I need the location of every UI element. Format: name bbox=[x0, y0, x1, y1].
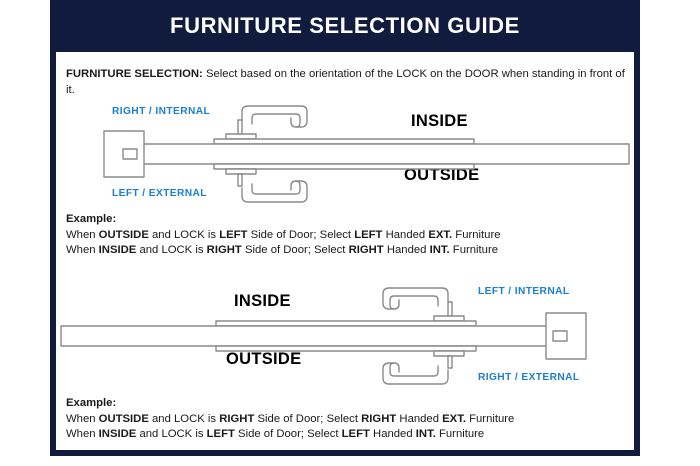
e2l2-p5: Furniture bbox=[435, 428, 485, 440]
diagram2-top-blue-label: LEFT / INTERNAL bbox=[478, 286, 570, 297]
e2l2-p4: Handed bbox=[369, 428, 416, 440]
lower-spindle bbox=[237, 173, 243, 187]
diagram1-outside-label: OUTSIDE bbox=[404, 166, 480, 184]
lock-latch-connector-2 bbox=[552, 330, 568, 342]
e2l1-p1: When bbox=[66, 412, 99, 425]
upper-lever-inner bbox=[251, 113, 301, 128]
e1l2-b4: INT. bbox=[429, 244, 450, 256]
diagram2-inside-label: INSIDE bbox=[234, 292, 291, 310]
lock-latch-connector bbox=[122, 148, 138, 160]
upper-rose-plate-2 bbox=[433, 315, 465, 322]
e1l2-p2: and LOCK is bbox=[136, 244, 207, 256]
e2l1-b2: RIGHT bbox=[219, 412, 255, 425]
e2l2-b3: LEFT bbox=[341, 428, 370, 440]
door-leaf bbox=[132, 143, 630, 165]
e1l1-p1: When bbox=[66, 228, 99, 241]
diagram2-outside-label: OUTSIDE bbox=[226, 350, 302, 368]
e1l1-b1: OUTSIDE bbox=[98, 228, 149, 241]
e2l2-p2: and LOCK is bbox=[136, 428, 207, 440]
e2l1-p5: Furniture bbox=[465, 412, 515, 425]
e2l1-p3: Side of Door; Select bbox=[254, 412, 362, 425]
diagram-lock-right: LEFT / INTERNAL RIGHT / EXTERNAL INSIDE … bbox=[56, 280, 634, 390]
body-panel: FURNITURE SELECTION: Select based on the… bbox=[56, 52, 634, 450]
e2l2-b2: LEFT bbox=[206, 428, 235, 440]
example1-line1: When OUTSIDE and LOCK is LEFT Side of Do… bbox=[66, 228, 626, 244]
e1l2-p5: Furniture bbox=[449, 244, 499, 256]
door-lock-schematic-left bbox=[103, 105, 630, 203]
diagram1-inside-label: INSIDE bbox=[411, 112, 468, 130]
inside-face-plate bbox=[213, 138, 475, 145]
e2l2-b1: INSIDE bbox=[98, 428, 137, 440]
diagram1-bottom-blue-label: LEFT / EXTERNAL bbox=[112, 188, 207, 199]
intro-lead: FURNITURE SELECTION: bbox=[66, 68, 203, 80]
lower-lever-outer bbox=[241, 180, 308, 203]
e1l1-p3: Side of Door; Select bbox=[247, 228, 355, 241]
e1l1-p4: Handed bbox=[382, 228, 429, 241]
e1l2-p1: When bbox=[66, 244, 99, 256]
e2l2-p3: Side of Door; Select bbox=[234, 428, 342, 440]
example1-line2: When INSIDE and LOCK is RIGHT Side of Do… bbox=[66, 243, 626, 259]
example2-line2: When INSIDE and LOCK is LEFT Side of Doo… bbox=[66, 427, 626, 443]
e1l1-b2: LEFT bbox=[219, 228, 248, 241]
upper-rose-plate bbox=[225, 133, 257, 140]
lower-lever-inner-2 bbox=[389, 362, 439, 377]
e1l1-b4: EXT. bbox=[428, 228, 453, 241]
upper-spindle bbox=[237, 119, 243, 135]
example-block-1: Example: When OUTSIDE and LOCK is LEFT S… bbox=[66, 212, 626, 259]
lower-rose-plate bbox=[225, 168, 257, 175]
diagram1-top-blue-label: RIGHT / INTERNAL bbox=[112, 106, 211, 117]
e1l2-b2: RIGHT bbox=[206, 244, 242, 256]
guide-frame: FURNITURE SELECTION GUIDE FURNITURE SELE… bbox=[50, 0, 640, 456]
upper-lever-outer-2 bbox=[382, 287, 449, 310]
e2l2-b4: INT. bbox=[415, 428, 436, 440]
example-block-2: Example: When OUTSIDE and LOCK is RIGHT … bbox=[66, 396, 626, 443]
outside-face-plate-2 bbox=[215, 345, 477, 352]
lower-rose-plate-2 bbox=[433, 350, 465, 357]
e1l1-p2: and LOCK is bbox=[148, 228, 220, 241]
e2l1-b3: RIGHT bbox=[361, 412, 397, 425]
e2l1-b1: OUTSIDE bbox=[98, 412, 149, 425]
e2l1-b4: EXT. bbox=[442, 412, 466, 425]
e1l2-p4: Handed bbox=[383, 244, 430, 256]
example1-title: Example: bbox=[66, 213, 117, 225]
upper-lever-outer bbox=[241, 105, 308, 128]
diagram-lock-left: RIGHT / INTERNAL LEFT / EXTERNAL INSIDE … bbox=[56, 104, 634, 204]
e1l2-p3: Side of Door; Select bbox=[241, 244, 349, 256]
inside-face-plate-2 bbox=[215, 320, 477, 327]
e2l1-p4: Handed bbox=[396, 412, 443, 425]
lower-spindle-2 bbox=[447, 355, 453, 369]
upper-lever-inner-2 bbox=[389, 295, 439, 310]
page-title: FURNITURE SELECTION GUIDE bbox=[170, 13, 520, 38]
upper-spindle-2 bbox=[447, 301, 453, 317]
example2-title: Example: bbox=[66, 397, 117, 409]
example2-line1: When OUTSIDE and LOCK is RIGHT Side of D… bbox=[66, 412, 626, 428]
lower-lever-inner bbox=[251, 180, 301, 195]
e1l2-b3: RIGHT bbox=[348, 244, 384, 256]
diagram2-bottom-blue-label: RIGHT / EXTERNAL bbox=[478, 372, 580, 383]
intro-paragraph: FURNITURE SELECTION: Select based on the… bbox=[66, 66, 626, 98]
e1l1-b3: LEFT bbox=[354, 228, 383, 241]
e1l1-p5: Furniture bbox=[452, 228, 501, 241]
lower-lever-outer-2 bbox=[382, 362, 449, 385]
e2l1-p2: and LOCK is bbox=[148, 412, 220, 425]
outside-face-plate bbox=[213, 163, 475, 170]
door-lock-schematic-right bbox=[60, 287, 587, 385]
e2l2-p1: When bbox=[66, 428, 99, 440]
header-bar: FURNITURE SELECTION GUIDE bbox=[50, 0, 640, 52]
intro-rest: Select based on the orientation of the L… bbox=[66, 68, 625, 96]
door-leaf-2 bbox=[60, 325, 558, 347]
e1l2-b1: INSIDE bbox=[98, 244, 137, 256]
